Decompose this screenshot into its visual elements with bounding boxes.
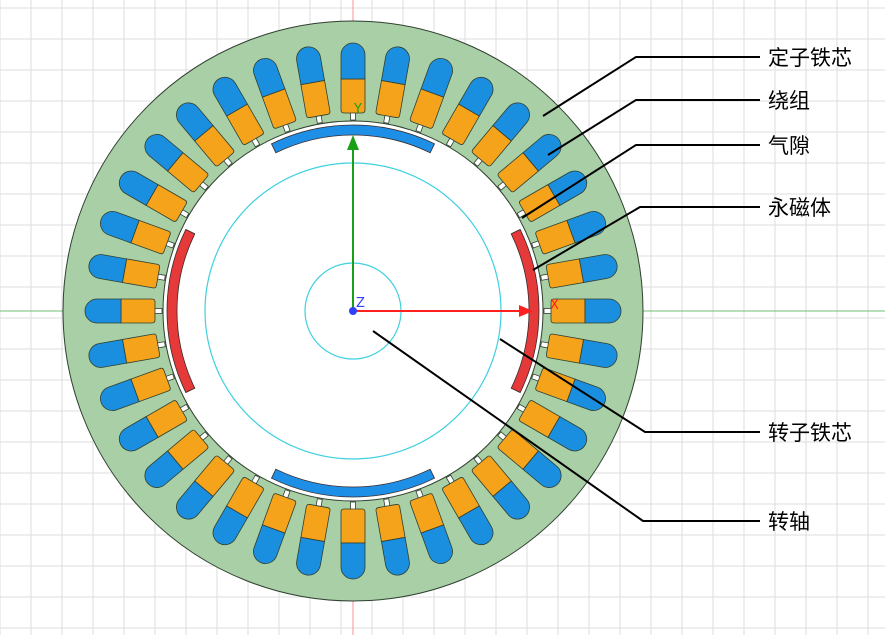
z-axis-label: Z — [356, 296, 365, 311]
winding-coil-outer — [212, 505, 248, 546]
leader-air-gap — [521, 144, 760, 219]
label-magnet: 永磁体 — [768, 196, 831, 220]
stator-slot — [442, 474, 494, 546]
stator-slot — [212, 474, 264, 546]
winding-coil-outer — [584, 298, 622, 324]
winding-coil-outer — [88, 339, 128, 368]
stator-slot — [296, 46, 331, 124]
label-winding: 绕组 — [768, 89, 810, 113]
x-axis-arrowhead — [519, 305, 533, 317]
stator-slot — [375, 498, 410, 576]
stator-slot — [471, 455, 530, 520]
stator-slot — [100, 211, 175, 255]
winding-coil-outer — [144, 134, 184, 172]
winding-coil-outer — [296, 46, 325, 86]
winding-coil-outer — [340, 542, 366, 580]
leader-magnet — [532, 206, 760, 271]
winding-coil-outer — [100, 378, 140, 411]
stator-slot — [84, 298, 163, 324]
stator-slot — [118, 170, 190, 222]
stator-slot — [253, 58, 297, 133]
winding-coil-outer — [578, 339, 618, 368]
winding-coil-outer — [253, 58, 286, 98]
stator-slot — [531, 211, 606, 255]
stator-slot — [540, 333, 618, 368]
winding-coil-outer — [144, 450, 184, 488]
winding-coil-inner — [120, 298, 156, 324]
winding-coil-inner — [340, 508, 366, 544]
leader-stator-core — [542, 56, 760, 117]
leader-rotor-core — [499, 338, 760, 433]
winding-coil-outer — [420, 58, 453, 98]
permanent-magnet-segment — [270, 124, 436, 154]
permanent-magnet-segment — [510, 228, 540, 394]
stator-slot — [497, 134, 562, 193]
stator-slot — [471, 102, 530, 167]
stator-slot — [118, 400, 190, 452]
stator-slot — [176, 102, 235, 167]
stator-slot — [212, 76, 264, 148]
winding-coil-outer — [100, 211, 140, 244]
stator-slot — [442, 76, 494, 148]
winding-coil-outer — [522, 450, 562, 488]
stator-slots — [84, 42, 622, 580]
label-rotor-core: 转子铁芯 — [768, 421, 852, 445]
winding-coil-outer — [176, 480, 214, 520]
y-axis-arrowhead — [347, 135, 359, 150]
permanent-magnet-segment — [270, 468, 436, 498]
stator-slot — [144, 134, 209, 193]
winding-coil-outer — [492, 480, 530, 520]
winding-coil-outer — [458, 76, 494, 117]
winding-coil-outer — [458, 505, 494, 546]
winding-coil-outer — [212, 76, 248, 117]
winding-coil-outer — [578, 254, 618, 283]
origin-point — [349, 307, 357, 315]
stator-slot — [340, 501, 366, 580]
permanent-magnet-segment — [166, 228, 196, 394]
stator-slot — [497, 429, 562, 488]
winding-coil-outer — [118, 170, 159, 206]
label-air-gap: 气隙 — [768, 134, 810, 158]
winding-coil-outer — [88, 254, 128, 283]
winding-coil-outer — [381, 46, 410, 86]
stator-slot — [340, 42, 366, 121]
leader-shaft — [372, 330, 760, 522]
winding-coil-outer — [296, 536, 325, 576]
leader-lines — [372, 56, 760, 522]
winding-coil-outer — [522, 134, 562, 172]
label-stator-core: 定子铁芯 — [768, 46, 852, 70]
winding-coil-outer — [176, 102, 214, 142]
stator-slot — [516, 400, 588, 452]
stator-slot — [176, 455, 235, 520]
stator-slot — [409, 489, 453, 564]
label-shaft: 转轴 — [768, 510, 810, 534]
winding-coil-outer — [381, 536, 410, 576]
winding-coil-outer — [566, 211, 606, 244]
x-axis-label: X — [550, 298, 559, 313]
stator-slot — [296, 498, 331, 576]
winding-coil-outer — [492, 102, 530, 142]
winding-coil-outer — [340, 42, 366, 80]
stator-slot — [88, 333, 166, 368]
winding-coil-outer — [547, 416, 588, 452]
stator-slot — [100, 367, 175, 411]
stator-slot — [543, 298, 622, 324]
permanent-magnets — [166, 124, 540, 498]
y-axis-label: Y — [353, 102, 362, 117]
winding-coil-outer — [253, 524, 286, 564]
stator-slot — [540, 254, 618, 289]
winding-coil-outer — [84, 298, 122, 324]
stator-slot — [144, 429, 209, 488]
stator-slot — [375, 46, 410, 124]
winding-coil-outer — [118, 416, 159, 452]
leader-winding — [547, 99, 760, 156]
stator-slot — [253, 489, 297, 564]
winding-coil-outer — [420, 524, 453, 564]
stator-slot — [409, 58, 453, 133]
stator-slot — [88, 254, 166, 289]
